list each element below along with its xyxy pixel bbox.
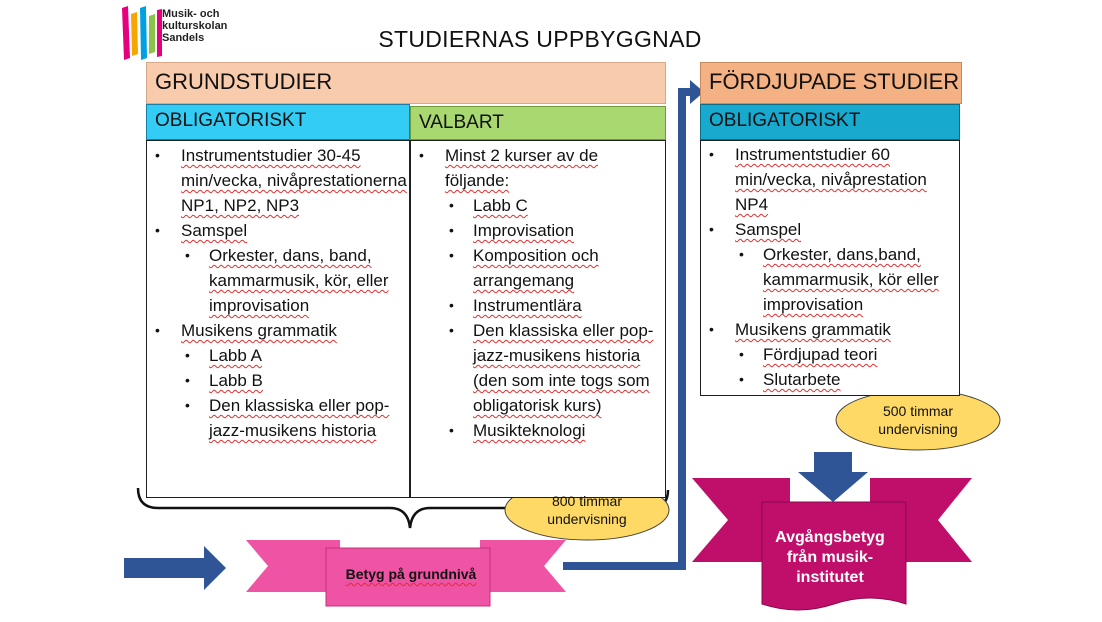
final-badge-ribbon [692,478,972,611]
logo-text: Musik- och kulturskolan Sandels [162,8,228,44]
list-item-text: Labb B [209,371,263,390]
list-item: Minst 2 kurser av de följande: [411,143,665,193]
list-item: Labb C [411,193,665,218]
list-item: Instrumentstudier 30-45 min/vecka, nivåp… [147,143,409,218]
page-title: STUDIERNAS UPPBYGGNAD [378,26,702,52]
final-badge-label: Avgångsbetyg från musik-institutet [775,529,885,586]
down-arrow [798,452,868,502]
grund-oblig-header: OBLIGATORISKT [146,104,410,140]
list-item-text: Orkester, dans,band, kammarmusik, kör el… [763,245,939,314]
list-item: Instrumentstudier 60 min/vecka, nivåpres… [701,142,959,217]
progress-arrow-head [690,80,704,104]
list-item: Musikteknologi [411,418,665,443]
list-item: Musikens grammatik [701,317,959,342]
list-item: Labb B [147,368,409,393]
list-item: Samspel [147,218,409,243]
logo-stripes-icon [122,6,162,60]
list-item: Fördjupad teori [701,342,959,367]
list-item-text: Den klassiska eller pop-jazz-musikens hi… [473,321,654,415]
grund-valbart-list: Minst 2 kurser av de följande: Labb C Impr… [410,140,666,498]
list-item: Slutarbete [701,367,959,392]
list-item-text: Musikteknologi [473,421,586,440]
list-item: Labb A [147,343,409,368]
grund-badge-ribbon [246,540,566,607]
list-item: Musikens grammatik [147,318,409,343]
left-arrow [124,546,226,590]
grund-valbart-header: VALBART [410,106,666,140]
list-item: Samspel [701,217,959,242]
list-item: Orkester, dans, band, kammarmusik, kör, … [147,243,409,318]
list-item-text: Labb A [209,346,262,365]
list-item: Instrumentlära [411,293,665,318]
list-item: Den klassiska eller pop-jazz-musikens hi… [411,318,665,418]
list-item-text: Musikens grammatik [181,321,337,340]
ford-header: FÖRDJUPADE STUDIER [700,62,962,104]
progress-arrow-path [563,88,692,570]
list-item-text: Komposition och arrangemang [473,246,599,290]
list-item-text: Minst 2 kurser av de följande: [445,146,599,190]
list-item-text: Fördjupad teori [763,345,878,364]
list-item-text: Orkester, dans, band, kammarmusik, kör, … [209,246,389,315]
list-item-text: Samspel [735,220,802,239]
list-item-text: Improvisation [473,221,575,240]
grund-badge-label: Betyg på grundnivå [345,566,477,582]
ford-oblig-list: Instrumentstudier 60 min/vecka, nivåpres… [700,140,960,396]
list-item: Improvisation [411,218,665,243]
grund-header: GRUNDSTUDIER [146,62,666,104]
list-item-text: Samspel [181,221,248,240]
list-item-text: Slutarbete [763,370,841,389]
list-item-text: Instrumentlära [473,296,582,315]
list-item-text: Instrumentstudier 60 min/vecka, nivåpres… [735,145,927,214]
list-item-text: Den klassiska eller pop-jazz-musikens hi… [209,396,390,440]
list-item: Komposition och arrangemang [411,243,665,293]
list-item-text: Labb C [473,196,528,215]
list-item-text: Musikens grammatik [735,320,891,339]
list-item-text: Instrumentstudier 30-45 min/vecka, nivåp… [181,146,407,215]
logo [122,6,162,60]
list-item: Orkester, dans,band, kammarmusik, kör el… [701,242,959,317]
ford-oblig-header: OBLIGATORISKT [700,104,960,140]
grund-oblig-list: Instrumentstudier 30-45 min/vecka, nivåp… [146,140,410,498]
list-item: Den klassiska eller pop-jazz-musikens hi… [147,393,409,443]
